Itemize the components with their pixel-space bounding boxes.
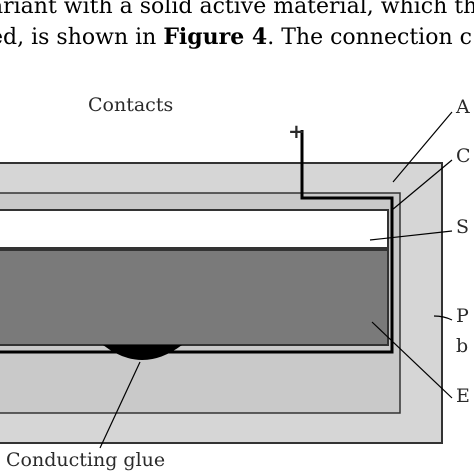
label-right-6: E <box>456 385 470 407</box>
label-right-1: A <box>455 96 470 118</box>
caption-line-2-pre: ed, is shown in <box>0 25 164 50</box>
caption-line-2-post: . The connection c <box>267 25 472 50</box>
active-material-block <box>0 249 389 346</box>
label-right-2: C <box>456 145 471 167</box>
leader-line-a <box>392 111 453 183</box>
label-right-3: S <box>456 216 469 238</box>
caption-line-1: ariant with a solid active material, whi… <box>0 0 474 20</box>
label-contacts: Contacts <box>88 94 173 116</box>
label-plus-sign: + <box>288 119 305 143</box>
separator-strip <box>0 209 389 249</box>
label-right-4: P <box>456 305 469 327</box>
leader-line-e <box>371 321 453 399</box>
leader-line-glue <box>99 361 141 449</box>
caption-figure-ref: Figure 4 <box>163 24 268 50</box>
caption-line-2: ed, is shown in Figure 4. The connection… <box>0 24 472 51</box>
caption-line-1-text: ariant with a solid active material, whi… <box>0 0 474 19</box>
leader-line-p <box>433 315 453 321</box>
label-right-5: b <box>456 335 468 357</box>
leader-line-c <box>391 159 453 211</box>
positive-contact-wire <box>0 130 394 354</box>
leader-line-s <box>369 230 453 241</box>
conducting-glue-blob <box>103 345 182 360</box>
label-conducting-glue: Conducting glue <box>6 449 165 471</box>
